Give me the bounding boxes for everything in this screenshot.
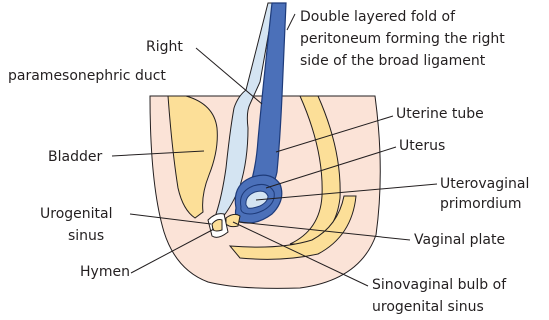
label-fold-1: Double layered fold of xyxy=(300,9,456,25)
label-hymen: Hymen xyxy=(80,264,130,280)
label-uterovaginal-1: Uterovaginal xyxy=(440,176,529,192)
label-fold-3: side of the broad ligament xyxy=(300,53,486,69)
label-urogenital-2: sinus xyxy=(68,228,104,244)
label-fold-2: peritoneum forming the right xyxy=(300,31,505,47)
label-uterine-tube: Uterine tube xyxy=(396,106,484,122)
label-vaginal-plate: Vaginal plate xyxy=(414,232,505,248)
label-sinovaginal-2: urogenital sinus xyxy=(372,299,484,315)
label-right-duct-1: Right xyxy=(146,39,183,55)
label-uterovaginal-2: primordium xyxy=(440,196,522,212)
label-right-duct-2: paramesonephric duct xyxy=(8,68,166,84)
label-sinovaginal-1: Sinovaginal bulb of xyxy=(372,277,507,293)
leader-fold xyxy=(287,14,295,30)
label-bladder: Bladder xyxy=(48,149,102,165)
label-uterus: Uterus xyxy=(399,138,445,154)
label-urogenital-1: Urogenital xyxy=(40,206,112,222)
